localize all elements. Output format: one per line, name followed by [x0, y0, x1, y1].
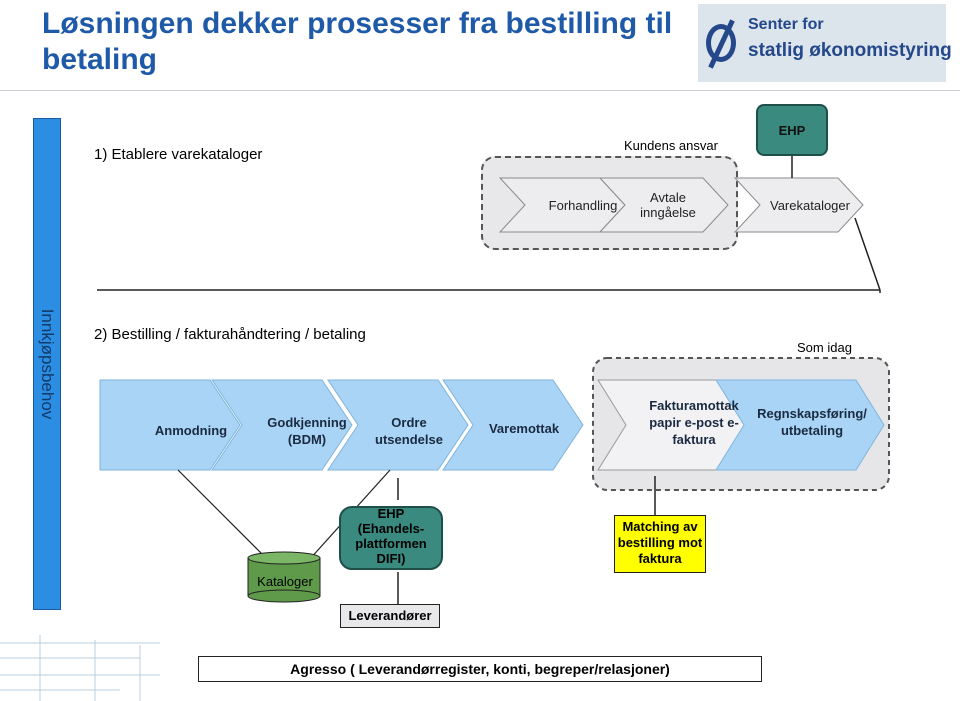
side-bar-innkjopsbehov: Innkjøpsbehov: [33, 118, 61, 610]
slide-title: Løsningen dekker prosesser fra bestillin…: [42, 7, 673, 76]
chevron-godkjenning: [211, 379, 353, 471]
step-varekataloger: Varekataloger: [770, 198, 850, 213]
header-divider: [0, 90, 960, 91]
logo-ring-icon: [706, 24, 736, 62]
decorative-grid: [0, 635, 160, 701]
section2-heading: 2) Bestilling / fakturahåndtering / beta…: [94, 326, 366, 343]
ehp-platform-box: [339, 506, 443, 570]
logo-line1: Senter for: [748, 16, 824, 33]
chevron-varemottak: [442, 379, 584, 471]
connector-anmodning-kataloger: [177, 469, 269, 561]
som-idag-label: Som idag: [797, 340, 852, 355]
chevron-avtale: [598, 177, 729, 233]
step-forhandling: Forhandling: [548, 198, 618, 213]
leverandorer-box: Leverandører: [340, 604, 440, 628]
logo-line2: statlig økonomistyring: [748, 40, 952, 61]
chevron-varekataloger: [733, 177, 864, 233]
kataloger-cylinder-top: [247, 551, 321, 565]
kataloger-label: Kataloger: [257, 574, 313, 589]
section1-heading: 1) Etablere varekataloger: [94, 146, 263, 163]
step-fakturamottak: Fakturamottak papir e-post e-faktura: [649, 398, 739, 447]
step-ordre: Ordre utsendelse: [375, 415, 443, 447]
chevron-ordre: [327, 379, 469, 471]
step-anmodning: Anmodning: [154, 423, 228, 438]
responsibility-label: Kundens ansvar: [624, 138, 718, 153]
logo: Senter for statlig økonomistyring: [698, 4, 952, 82]
ehp-box: EHP: [756, 104, 828, 156]
agresso-box: Agresso ( Leverandørregister, konti, beg…: [198, 656, 762, 682]
step-godkjenning: Godkjenning (BDM): [267, 415, 347, 447]
step-regnskap: Regnskapsføring/ utbetaling: [757, 406, 867, 438]
step-avtale: Avtale inngåelse: [640, 190, 696, 220]
chevron-regnskap: [715, 379, 885, 471]
chevron-anmodning: [99, 379, 241, 471]
step-varemottak: Varemottak: [488, 421, 560, 436]
ehp-platform-label: EHP (Ehandels-plattformen DIFI): [355, 506, 427, 566]
connector-katalog-right: [854, 217, 881, 291]
matching-box: Matching av bestilling mot faktura: [614, 515, 706, 573]
